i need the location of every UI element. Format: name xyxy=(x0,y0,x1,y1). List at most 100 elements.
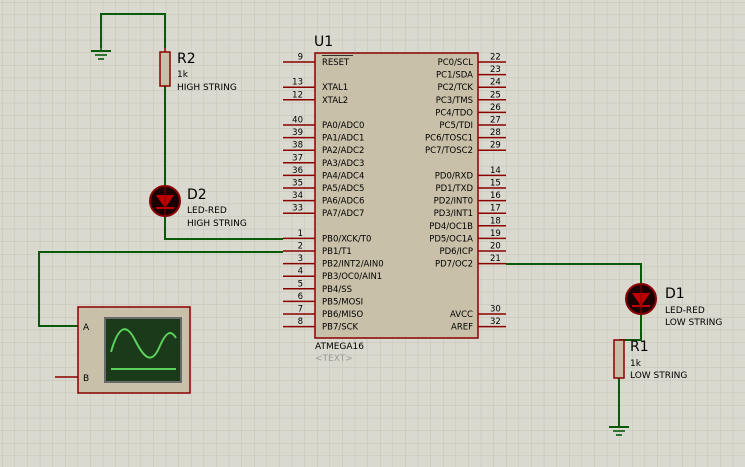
mcu-pin-number: 27 xyxy=(490,116,501,126)
mcu-pin-name: PD4/OC1B xyxy=(429,222,473,232)
led-d1[interactable]: D1 LED-RED LOW STRING xyxy=(625,283,722,328)
mcu-pin-number: 15 xyxy=(490,179,501,189)
mcu-pin-name: PB2/INT2/AIN0 xyxy=(322,260,384,270)
mcu-pin-name: PC3/TMS xyxy=(436,96,473,106)
mcu-pin-number: 37 xyxy=(292,153,303,163)
scope-screen xyxy=(104,317,182,383)
mcu-pin-number: 26 xyxy=(490,103,501,113)
mcu-pin-name: PB5/MOSI xyxy=(322,297,363,307)
mcu-pin-name: PB6/MISO xyxy=(322,310,363,320)
ground-symbol-top[interactable] xyxy=(91,48,111,60)
mcu-pin-name: PD7/OC2 xyxy=(435,260,473,270)
mcu-pin-name: PD6/ICP xyxy=(439,247,473,257)
mcu-pin-name: PB0/XCK/T0 xyxy=(322,234,371,244)
wire-gnd-top-r2[interactable] xyxy=(100,13,166,48)
mcu-pin-number: 20 xyxy=(490,242,501,252)
ground-symbol-bottom[interactable] xyxy=(609,426,629,436)
mcu-pin-number: 24 xyxy=(490,78,501,88)
wire-d2-pb0[interactable] xyxy=(164,216,283,240)
mcu-pin-name: PB3/OC0/AIN1 xyxy=(322,272,382,282)
mcu-pin-number: 8 xyxy=(298,317,303,327)
mcu-pin-name: PC2/TCK xyxy=(437,83,473,93)
mcu-pin-number: 12 xyxy=(292,90,303,100)
mcu-pin-number: 30 xyxy=(490,305,501,315)
mcu-pin-name: PC0/SCL xyxy=(438,58,474,68)
mcu-pin-number: 13 xyxy=(292,78,303,88)
mcu-pin-name: PA6/ADC6 xyxy=(322,197,364,207)
mcu-pin-name: PD3/INT1 xyxy=(434,209,473,219)
d2-desc: HIGH STRING xyxy=(187,219,247,229)
mcu-pin-name: PD1/TXD xyxy=(435,184,473,194)
mcu-pin-name: PB4/SS xyxy=(322,285,352,295)
led-d2[interactable]: D2 LED-RED HIGH STRING xyxy=(149,185,247,229)
mcu-pin-number: 39 xyxy=(292,128,303,138)
d1-ref: D1 xyxy=(665,286,685,302)
mcu-pin-number: 6 xyxy=(298,292,303,302)
mcu-pin-number: 7 xyxy=(298,305,303,315)
mcu-pin-name: PA5/ADC5 xyxy=(322,184,364,194)
mcu-atmega16[interactable]: U1 9RESET13XTAL112XTAL240PA0/ADC039PA1/A… xyxy=(283,34,506,364)
resistor-r1[interactable]: R1 1k LOW STRING xyxy=(613,339,687,381)
d2-value: LED-RED xyxy=(187,206,227,216)
mcu-body[interactable] xyxy=(314,52,479,339)
oscilloscope[interactable]: A B xyxy=(55,306,191,394)
mcu-pin-name: PC7/TOSC2 xyxy=(425,146,473,156)
mcu-pin-name: AVCC xyxy=(450,310,473,320)
scope-channel-b: B xyxy=(83,374,89,384)
wire-pb1-scope-a[interactable] xyxy=(38,251,283,327)
mcu-pin-number: 38 xyxy=(292,141,303,151)
mcu-pin-number: 21 xyxy=(490,254,501,264)
mcu-pin-number: 4 xyxy=(298,267,303,277)
mcu-pin-number: 28 xyxy=(490,128,501,138)
mcu-pin-number: 40 xyxy=(292,116,303,126)
mcu-pin-number: 25 xyxy=(490,90,501,100)
mcu-pin-name: PC4/TDO xyxy=(435,108,473,118)
mcu-part: ATMEGA16 xyxy=(315,342,364,352)
wire-d1-r1[interactable] xyxy=(619,314,642,341)
mcu-pin-number: 2 xyxy=(298,242,303,252)
mcu-pin-name: PA3/ADC3 xyxy=(322,159,364,169)
mcu-pin-number: 19 xyxy=(490,229,501,239)
mcu-pin-name: PD0/RXD xyxy=(435,171,474,181)
resistor-r2[interactable]: R2 1k HIGH STRING xyxy=(159,48,237,93)
wire-pd7-d1[interactable] xyxy=(506,263,642,284)
